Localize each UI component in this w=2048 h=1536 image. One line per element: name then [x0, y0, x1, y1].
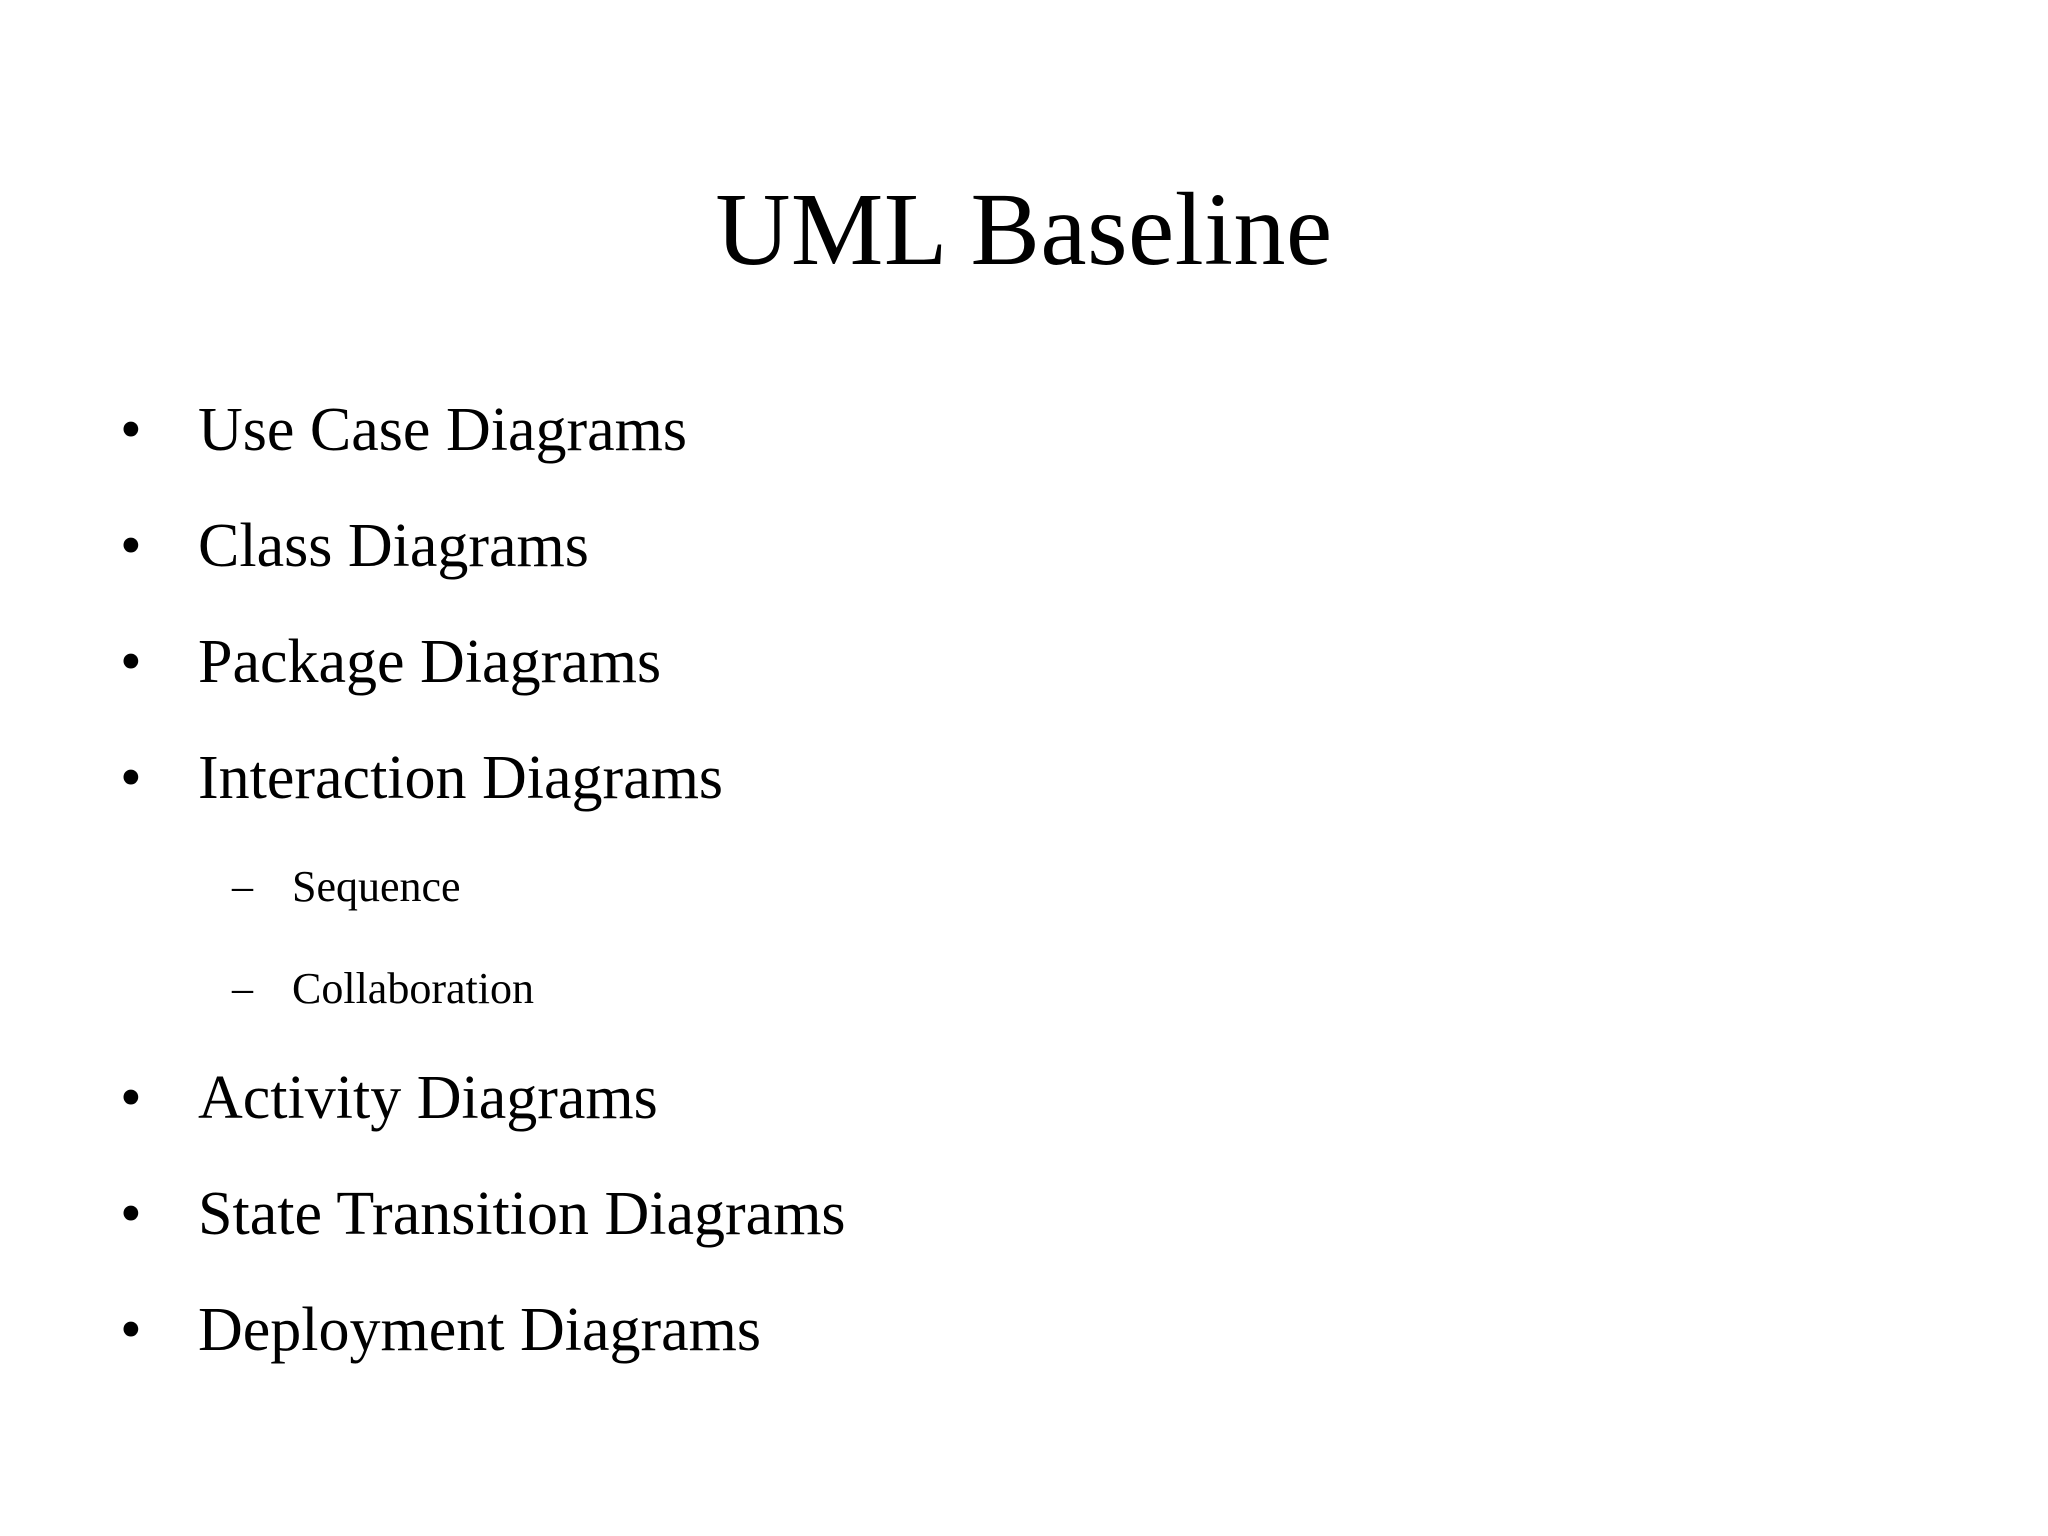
slide-bullet-list: • Use Case Diagrams • Class Diagrams • P…	[0, 372, 2048, 1388]
bullet-dot-icon: •	[120, 628, 142, 696]
bullet-dot-icon: •	[120, 396, 142, 464]
bullet-dot-icon: •	[120, 512, 142, 580]
list-item[interactable]: • Use Case Diagrams	[0, 372, 2048, 488]
list-item[interactable]: • Package Diagrams	[0, 604, 2048, 720]
bullet-dot-icon: •	[120, 1180, 142, 1248]
list-item-label: Class Diagrams	[198, 512, 589, 580]
bullet-dot-icon: •	[120, 744, 142, 812]
bullet-dot-icon: •	[120, 1296, 142, 1364]
list-item-label: Interaction Diagrams	[198, 744, 724, 812]
bullet-dot-icon: •	[120, 1064, 142, 1132]
list-item-label: Use Case Diagrams	[198, 396, 687, 464]
list-item[interactable]: • Activity Diagrams	[0, 1040, 2048, 1156]
slide-title: UML Baseline	[715, 171, 1333, 287]
bullet-dash-icon: –	[232, 966, 253, 1012]
list-item-label: Deployment Diagrams	[198, 1296, 762, 1364]
sub-list-item[interactable]: – Sequence	[0, 836, 2048, 938]
sub-list-item[interactable]: – Collaboration	[0, 938, 2048, 1040]
list-item-label: Package Diagrams	[198, 628, 662, 696]
list-item-label: Activity Diagrams	[198, 1064, 658, 1132]
list-item[interactable]: • Class Diagrams	[0, 488, 2048, 604]
list-item-label: State Transition Diagrams	[198, 1180, 846, 1248]
list-item[interactable]: • Deployment Diagrams	[0, 1272, 2048, 1388]
sub-list-item-label: Sequence	[292, 862, 461, 911]
list-item[interactable]: • State Transition Diagrams	[0, 1156, 2048, 1272]
sub-list-item-label: Collaboration	[292, 964, 534, 1013]
list-item[interactable]: • Interaction Diagrams	[0, 720, 2048, 836]
bullet-dash-icon: –	[232, 864, 253, 910]
